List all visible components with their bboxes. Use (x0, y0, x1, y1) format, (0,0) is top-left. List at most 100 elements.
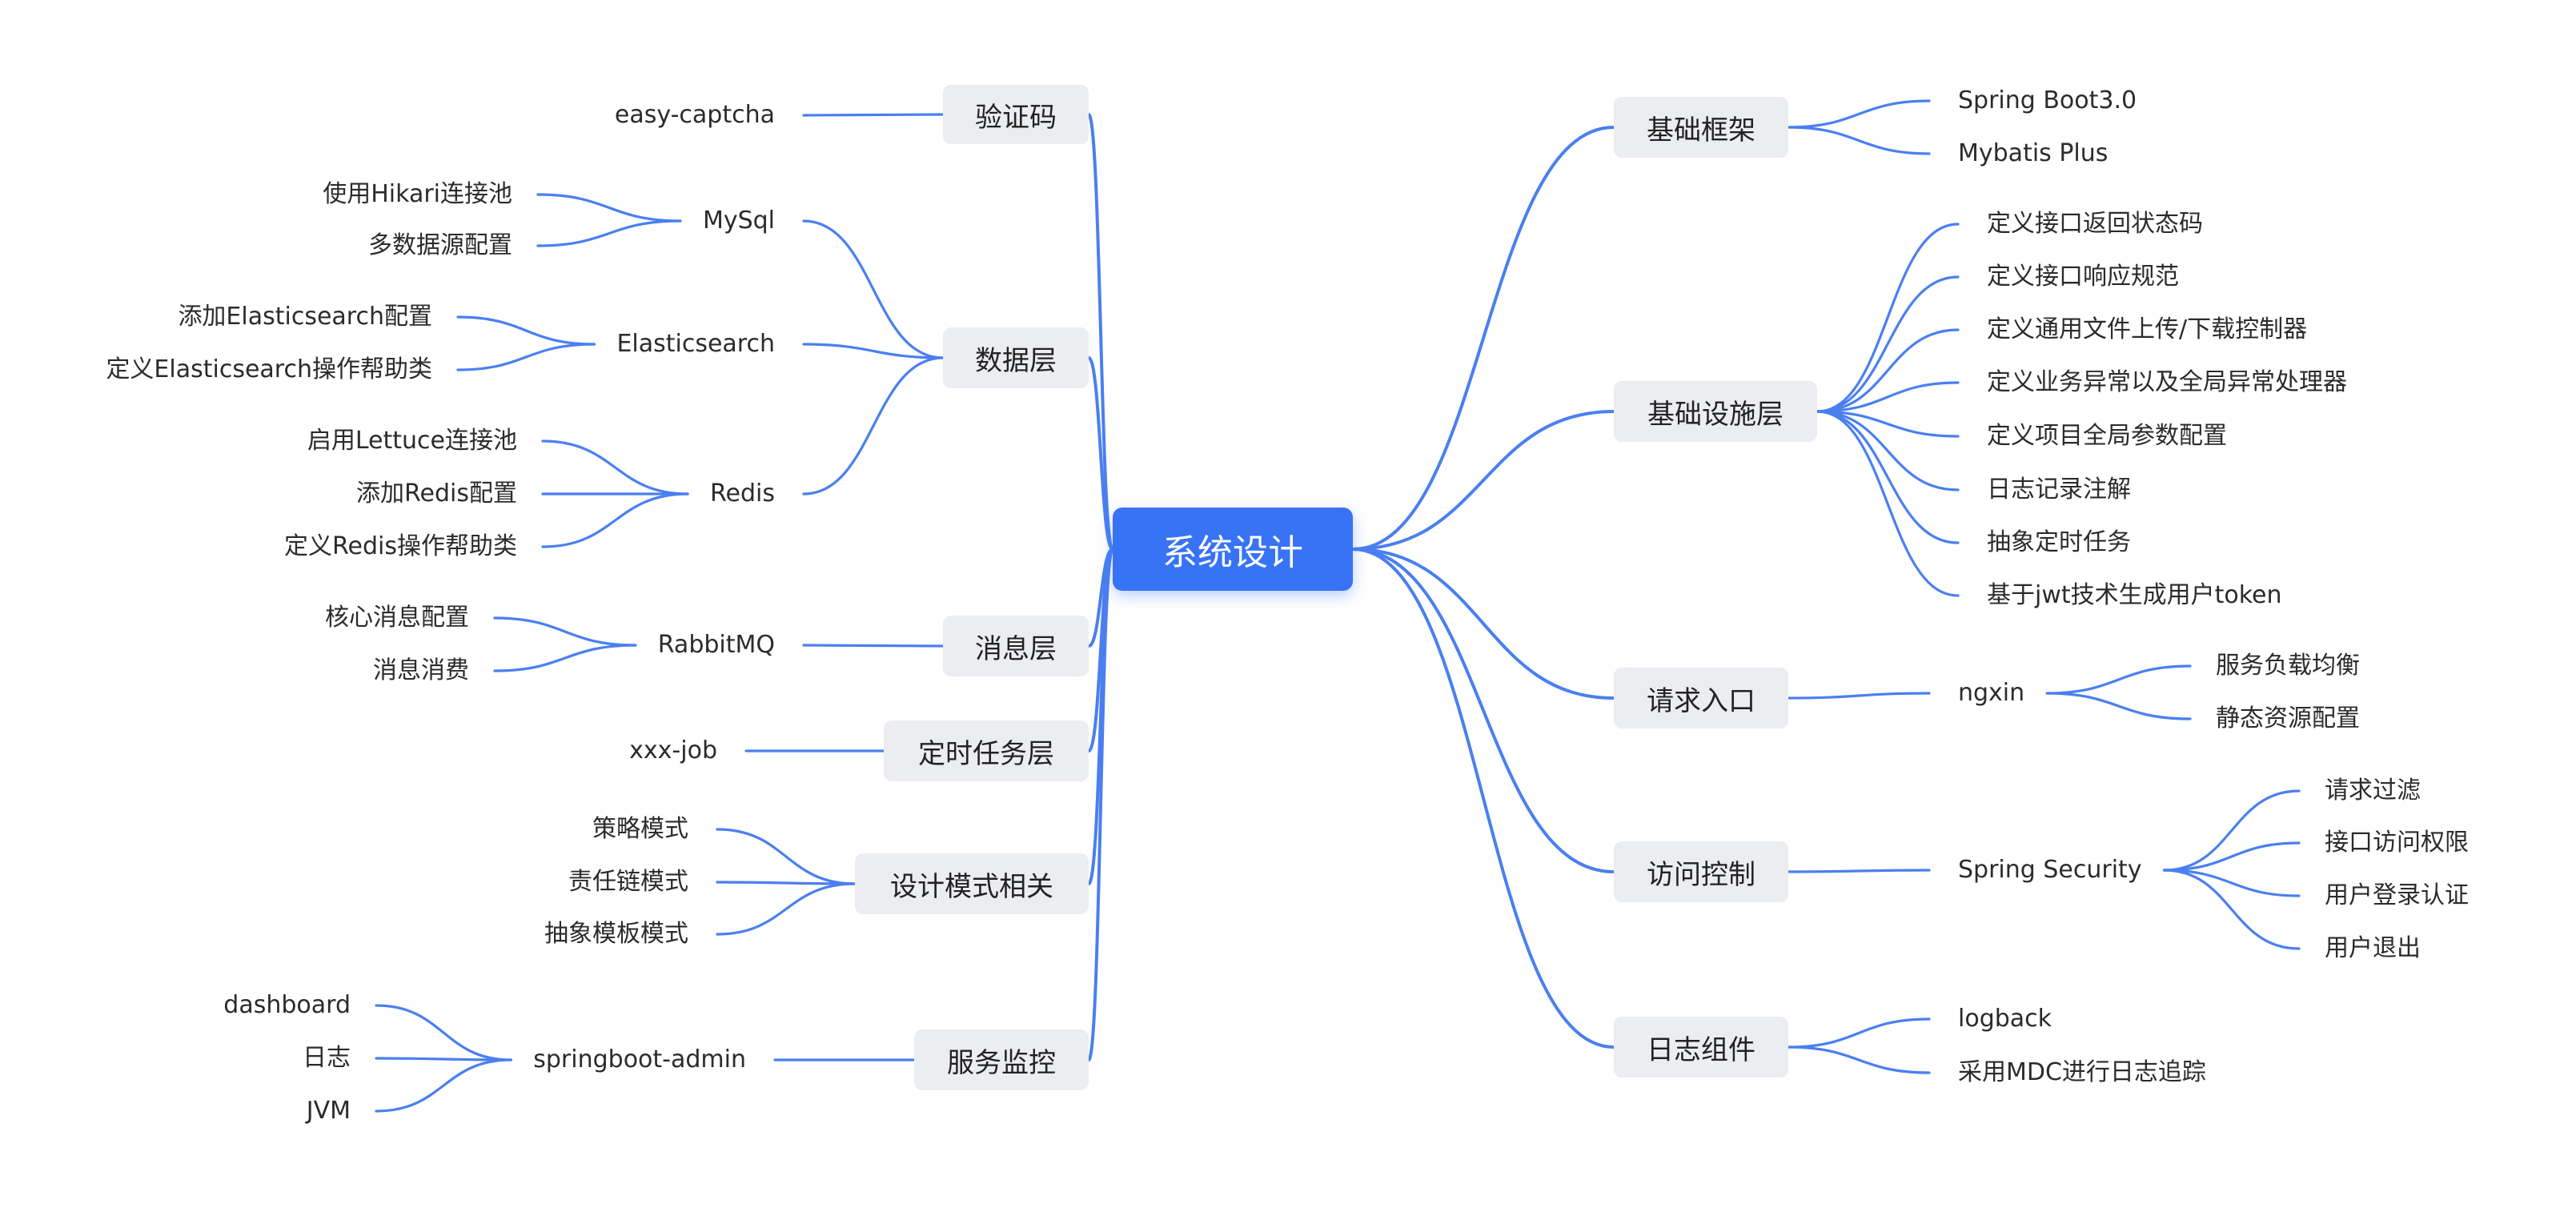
connector-line (1351, 548, 1615, 873)
detail-item[interactable]: 使用Hikari连接池 (323, 180, 512, 208)
branch-topic[interactable]: 访问控制 (1614, 841, 1788, 902)
detail-item[interactable]: dashboard (223, 991, 351, 1019)
connector-line (536, 193, 682, 223)
subtopic[interactable]: Spring Security (1958, 856, 2142, 884)
connector-line (1816, 410, 1960, 544)
branch-topic[interactable]: 定时任务层 (884, 720, 1089, 781)
connector-line (802, 219, 945, 359)
branch-topic[interactable]: 消息层 (943, 616, 1089, 676)
connector-line (375, 1057, 512, 1062)
connector-line (802, 343, 945, 359)
connector-line (1816, 410, 1960, 597)
connector-line (1351, 410, 1615, 551)
connector-line (1787, 99, 1931, 129)
connector-line (1351, 548, 1615, 700)
detail-item[interactable]: 定义Elasticsearch操作帮助类 (106, 355, 432, 383)
detail-item[interactable]: 服务负载均衡 (2216, 652, 2360, 680)
subtopic[interactable]: springboot-admin (533, 1045, 746, 1074)
subtopic[interactable]: 基于jwt技术生成用户token (1987, 581, 2282, 609)
subtopic[interactable]: easy-captcha (614, 101, 775, 129)
branch-topic[interactable]: 数据层 (943, 327, 1089, 388)
branch-topic[interactable]: 基础框架 (1614, 97, 1788, 158)
detail-item[interactable]: 启用Lettuce连接池 (307, 427, 517, 455)
detail-item[interactable]: 添加Elasticsearch配置 (178, 303, 432, 331)
subtopic[interactable]: RabbitMQ (657, 631, 775, 659)
detail-item[interactable]: 静态资源配置 (2216, 704, 2360, 732)
connector-line (1816, 410, 1960, 492)
connector-line (2045, 664, 2192, 695)
connector-line (1787, 126, 1931, 155)
subtopic[interactable]: 采用MDC进行日志追踪 (1958, 1058, 2206, 1086)
subtopic[interactable]: ngxin (1958, 679, 2025, 707)
connector-line (716, 828, 857, 885)
connector-line (375, 1004, 512, 1062)
detail-item[interactable]: 核心消息配置 (325, 604, 469, 632)
subtopic[interactable]: Redis (710, 480, 775, 508)
connector-line (2045, 692, 2192, 720)
subtopic[interactable]: 抽象定时任务 (1987, 528, 2131, 556)
connector-line (536, 219, 682, 247)
subtopic[interactable]: Spring Boot3.0 (1958, 86, 2137, 114)
detail-item[interactable]: JVM (306, 1097, 351, 1125)
connector-line (1787, 1017, 1931, 1049)
connector-line (802, 356, 945, 496)
connector-line (2162, 869, 2301, 950)
connector-line (2162, 841, 2301, 872)
subtopic[interactable]: 定义项目全局参数配置 (1987, 422, 2227, 450)
connector-line (1816, 223, 1960, 413)
subtopic[interactable]: Mybatis Plus (1958, 139, 2109, 167)
branch-topic[interactable]: 基础设施层 (1614, 381, 1817, 442)
subtopic[interactable]: Elasticsearch (616, 330, 775, 358)
connector-line (2162, 869, 2301, 897)
connector-line (1787, 692, 1931, 700)
detail-item[interactable]: 请求过滤 (2325, 777, 2421, 805)
connector-line (1816, 328, 1960, 413)
connector-line (1787, 869, 1931, 873)
connector-line (375, 1058, 512, 1113)
branch-topic[interactable]: 设计模式相关 (855, 853, 1089, 914)
detail-item[interactable]: 用户登录认证 (2325, 881, 2469, 909)
subtopic[interactable]: 定义业务异常以及全局异常处理器 (1987, 368, 2347, 396)
branch-topic[interactable]: 请求入口 (1614, 668, 1788, 728)
subtopic[interactable]: 日志记录注解 (1987, 476, 2131, 504)
connector-line (1087, 356, 1114, 551)
subtopic[interactable]: 责任链模式 (568, 868, 688, 896)
connector-line (802, 644, 945, 648)
connector-line (1816, 275, 1960, 413)
connector-line (1087, 113, 1114, 551)
connector-line (1351, 548, 1615, 1049)
connector-line (541, 492, 689, 548)
detail-item[interactable]: 定义Redis操作帮助类 (284, 532, 517, 560)
connector-line (1816, 381, 1960, 413)
subtopic[interactable]: 定义接口响应规范 (1987, 263, 2179, 291)
connector-line (456, 315, 596, 346)
branch-topic[interactable]: 验证码 (943, 85, 1089, 144)
root-topic[interactable]: 系统设计 (1113, 508, 1353, 591)
subtopic[interactable]: 定义通用文件上传/下载控制器 (1987, 315, 2308, 343)
connector-line (2162, 789, 2301, 872)
connector-line (716, 881, 857, 885)
detail-item[interactable]: 添加Redis配置 (356, 480, 517, 508)
subtopic[interactable]: 定义接口返回状态码 (1987, 210, 2203, 238)
connector-line (493, 616, 637, 647)
subtopic[interactable]: xxx-job (629, 736, 717, 765)
connector-line (1087, 548, 1114, 1062)
connector-line (1351, 126, 1615, 551)
connector-line (456, 343, 596, 371)
connector-line (1816, 410, 1960, 438)
subtopic[interactable]: logback (1958, 1005, 2052, 1033)
detail-item[interactable]: 多数据源配置 (368, 231, 512, 259)
detail-item[interactable]: 接口访问权限 (2325, 829, 2469, 857)
subtopic[interactable]: 策略模式 (592, 815, 688, 843)
detail-item[interactable]: 日志 (303, 1044, 351, 1072)
detail-item[interactable]: 用户退出 (2325, 934, 2421, 962)
detail-item[interactable]: 消息消费 (373, 656, 469, 684)
subtopic[interactable]: MySql (702, 207, 775, 235)
branch-topic[interactable]: 日志组件 (1614, 1017, 1788, 1078)
branch-topic[interactable]: 服务监控 (914, 1029, 1089, 1090)
connector-line (493, 644, 637, 672)
subtopic[interactable]: 抽象模板模式 (544, 920, 688, 948)
connector-line (541, 439, 689, 496)
